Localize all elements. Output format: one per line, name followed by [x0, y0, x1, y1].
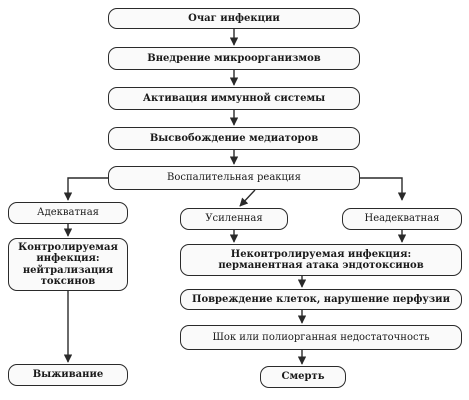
arrow-inflammation-adequate: [63, 177, 108, 201]
node-shock: Шок или полиорганная недостаточность: [180, 325, 462, 350]
node-mediators: Высвобождение медиаторов: [108, 127, 360, 150]
node-adequate: Адекватная: [8, 202, 128, 224]
node-damage: Повреждение клеток, нарушение перфузии: [180, 289, 462, 310]
node-inflammation: Воспалительная реакция: [108, 166, 360, 190]
node-survival: Выживание: [8, 364, 128, 386]
arrow-inflammation-enhanced: [239, 189, 256, 207]
node-uncontrolled: Неконтролируемая инфекция: перманентная …: [180, 244, 462, 276]
node-enhanced: Усиленная: [180, 208, 288, 230]
arrow-inflammation-inadequate: [360, 177, 407, 201]
node-immune: Активация иммунной системы: [108, 87, 360, 110]
node-invasion: Внедрение микроорганизмов: [108, 47, 360, 70]
node-focus: Очаг инфекции: [108, 8, 360, 29]
node-death: Смерть: [260, 366, 346, 388]
node-controlled: Контролируемая инфекция: нейтрализация т…: [8, 238, 128, 291]
node-inadequate: Неадекватная: [342, 208, 462, 230]
